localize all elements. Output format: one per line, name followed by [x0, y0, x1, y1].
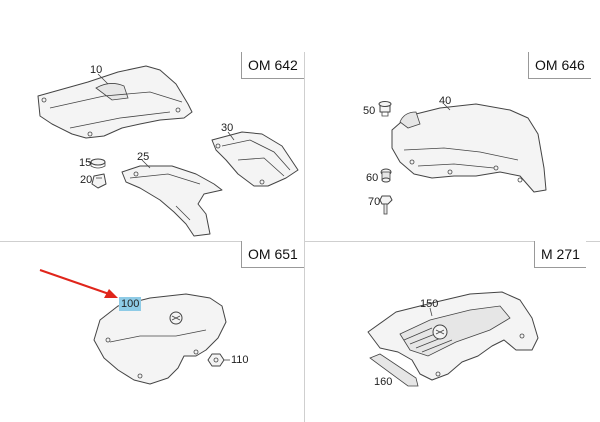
part-110-nut — [207, 353, 225, 367]
part-160-trim-strip — [369, 353, 419, 387]
part-number-60: 60 — [366, 172, 379, 184]
part-number-20: 20 — [80, 174, 93, 186]
leader-150 — [429, 307, 433, 317]
part-number-160: 160 — [374, 376, 393, 388]
engine-label-om651: OM 651 — [241, 241, 304, 268]
leader-25 — [141, 159, 151, 169]
part-25-side-cover — [121, 165, 223, 237]
leader-30 — [227, 131, 235, 141]
part-number-10: 10 — [90, 64, 103, 76]
part-number-15: 15 — [79, 157, 92, 169]
part-number-110: 110 — [231, 354, 249, 366]
part-100-engine-cover — [93, 293, 227, 385]
part-20-clip — [91, 173, 107, 189]
part-number-50: 50 — [363, 105, 376, 117]
part-number-30: 30 — [221, 122, 234, 134]
engine-label-om646: OM 646 — [528, 52, 591, 79]
part-number-150: 150 — [420, 298, 439, 310]
part-number-25: 25 — [137, 151, 150, 163]
vertical-divider — [304, 52, 305, 422]
engine-label-m271: M 271 — [534, 241, 586, 268]
part-70-bolt — [379, 195, 393, 215]
red-arrow-icon — [39, 269, 118, 298]
part-10-engine-cover — [37, 65, 193, 139]
part-15-cap — [90, 158, 106, 169]
part-30-side-cover — [211, 131, 299, 187]
engine-label-om642: OM 642 — [241, 52, 304, 79]
part-number-70: 70 — [368, 196, 381, 208]
part-150-engine-cover — [367, 291, 539, 381]
part-40-engine-cover — [391, 103, 547, 193]
part-50-filler-cap — [378, 101, 392, 117]
leader-40 — [443, 103, 451, 111]
leader-10 — [97, 73, 109, 85]
part-number-40: 40 — [439, 95, 452, 107]
part-60-grommet — [380, 168, 392, 183]
part-number-100: 100 — [119, 297, 142, 311]
